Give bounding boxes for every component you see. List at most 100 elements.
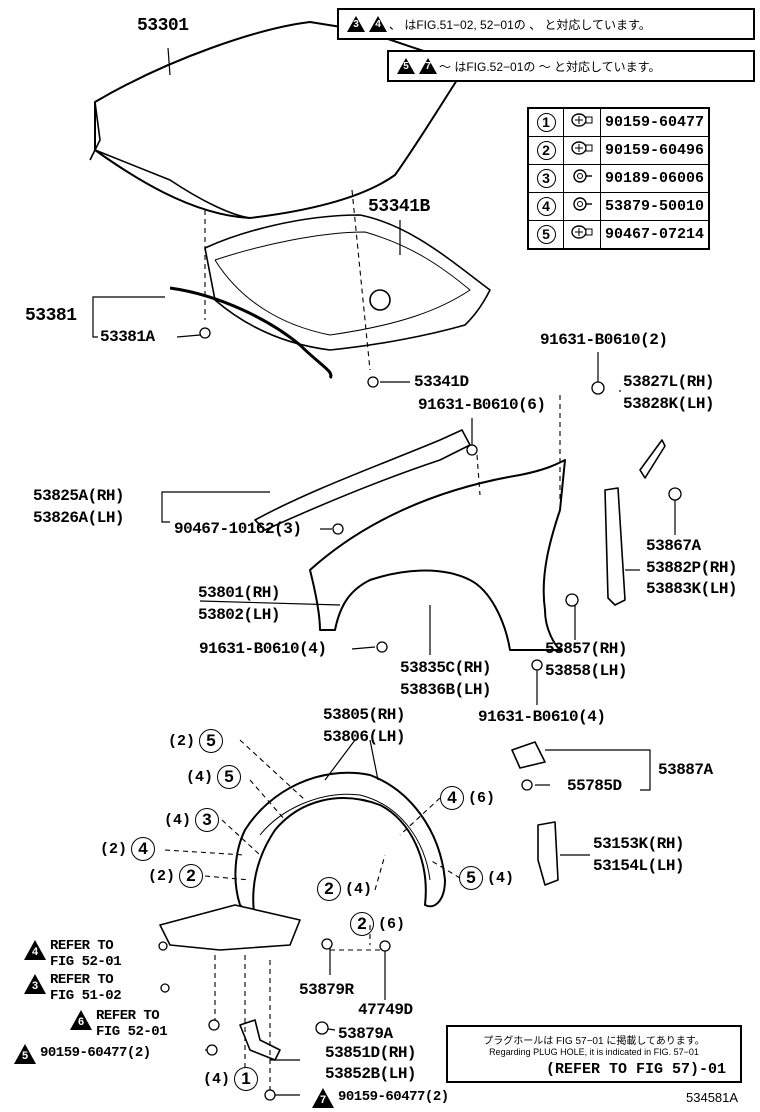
clip-ref6 [208, 1019, 220, 1031]
nut-icon [573, 169, 592, 183]
reference-japanese: プラグホールは FIG 57−01 に掲載してあります。 [483, 1036, 705, 1047]
legend-part-number: 90189-06006 [600, 164, 710, 193]
plug-hole-reference: プラグホールは FIG 57−01 に掲載してあります。 Regarding P… [446, 1025, 742, 1083]
label-53805: 53805(RH) [323, 706, 405, 724]
fastener-legend: 1 90159-60477 2 90159-60496 3 90189-06006 4 538… [527, 107, 711, 250]
circle-label-6-2: 2(6) [350, 912, 405, 936]
bolt-91631-4a [376, 641, 388, 653]
hood-seal-outline [169, 286, 333, 379]
nut-47749D [379, 940, 391, 952]
label-53802: 53802(LH) [198, 606, 280, 624]
note-1-text: 、 はFIG.51−02, 52−01の 、 と対応しています。 [389, 17, 651, 32]
ref-line-1: REFER TO [96, 1008, 160, 1024]
bolt-91631-6 [466, 444, 478, 456]
circle-label-4-2: 2(4) [317, 877, 372, 901]
reference-fig: (REFER TO FIG 57)-01 [545, 1061, 726, 1078]
clip-53381A [199, 327, 211, 339]
label-55785D: 55785D [567, 777, 622, 795]
clip-90467 [332, 523, 344, 535]
legend-number: 3 [536, 168, 556, 188]
circle-label-4-1: (4)1 [203, 1067, 259, 1091]
label-53801: 53801(RH) [198, 584, 280, 602]
legend-number: 1 [536, 112, 556, 132]
triangle-4-icon: 4 [24, 940, 46, 960]
triangle-6-icon: 6 [70, 1010, 92, 1030]
nut-53879R [321, 938, 333, 950]
label-53836B: 53836B(LH) [400, 681, 492, 699]
label-91631-b0610-4b: 91631-B0610(4) [478, 708, 606, 726]
ref-line-2: FIG 51-02 [50, 988, 122, 1004]
legend-number: 5 [536, 224, 556, 244]
legend-number: 2 [536, 140, 556, 160]
circle-label-4-5a: (4)5 [186, 765, 242, 789]
part-number: 90159-60477(2) [40, 1045, 151, 1061]
hood-outline [94, 21, 471, 219]
ref-line-2: FIG 52-01 [50, 954, 122, 970]
clip-icon [571, 225, 593, 239]
note-2-text: 〜 はFIG.52−01の 〜 と対応しています。 [439, 59, 661, 74]
label-53154L: 53154L(LH) [593, 857, 685, 875]
legend-number: 4 [536, 196, 556, 216]
triangle-3-icon: 3 [24, 974, 46, 994]
legend-row: 3 90189-06006 [527, 164, 710, 193]
label-53883K: 53883K(LH) [646, 580, 738, 598]
label-53341B: 53341B [368, 197, 430, 217]
circle-label-6-4: 4(6) [440, 786, 495, 810]
nut-53879A [315, 1021, 329, 1035]
clip-55785D [521, 779, 533, 791]
legend-part-number: 90159-60496 [600, 136, 710, 165]
label-90467-10162: 90467-10162(3) [174, 520, 302, 538]
clip-icon [571, 113, 593, 127]
label-53879A: 53879A [338, 1025, 393, 1043]
nut-53867A [668, 487, 682, 501]
circle-label-4-5b: 5(4) [459, 866, 514, 890]
note-fig-51-52: 3 4 、 はFIG.51−02, 52−01の 、 と対応しています。 [337, 8, 755, 40]
clip-icon [571, 141, 593, 155]
circle-label-2-5: (2)5 [168, 729, 224, 753]
legend-row: 2 90159-60496 [527, 136, 710, 165]
nut-icon [573, 197, 592, 211]
ref-line-1: REFER TO [50, 938, 114, 954]
circle-label-2-4: (2)4 [100, 837, 156, 861]
clip-53341D [367, 376, 379, 388]
clip-ref3 [160, 983, 170, 993]
clip-90159a [206, 1044, 218, 1056]
label-90159-60477-a: 5 90159-60477(2) [14, 1042, 151, 1064]
label-53806: 53806(LH) [323, 728, 405, 746]
ref-line-1: REFER TO [50, 972, 114, 988]
label-53828K: 53828K(LH) [623, 395, 715, 413]
legend-part-number: 90159-60477 [600, 107, 710, 137]
circle-label-4-3: (4)3 [164, 808, 220, 832]
bolt-91631-4b [531, 659, 543, 671]
figure-id: 534581A [686, 1090, 739, 1105]
clip-ref4 [158, 941, 168, 951]
fender-outline [309, 459, 566, 651]
label-53867A: 53867A [646, 537, 701, 555]
triangle-7-icon: 7 [312, 1088, 334, 1108]
label-91631-b0610-2: 91631-B0610(2) [540, 331, 668, 349]
seal-outline [511, 741, 546, 769]
label-53153K: 53153K(RH) [593, 835, 685, 853]
fasteners [158, 327, 682, 1101]
legend-part-number: 53879-50010 [600, 192, 710, 221]
legend-row: 1 90159-60477 [527, 107, 710, 137]
side-bracket-outline [537, 821, 559, 886]
label-53381A: 53381A [100, 328, 155, 346]
ref-line-2: FIG 52-01 [96, 1024, 168, 1040]
legend-row: 4 53879-50010 [527, 192, 710, 221]
fender-protector-outline [639, 439, 666, 479]
label-53835C: 53835C(RH) [400, 659, 492, 677]
bolt-91631-2 [591, 381, 605, 395]
label-91631-b0610-4a: 91631-B0610(4) [199, 640, 327, 658]
fender-strip-outline [254, 429, 471, 531]
legend-row: 5 90467-07214 [527, 220, 710, 250]
fender-bracket-outline [604, 487, 626, 606]
part-number: 90159-60477(2) [338, 1089, 449, 1105]
label-53301: 53301 [137, 16, 189, 36]
label-53852B: 53852B(LH) [325, 1065, 417, 1083]
legend-part-number: 90467-07214 [600, 220, 710, 250]
